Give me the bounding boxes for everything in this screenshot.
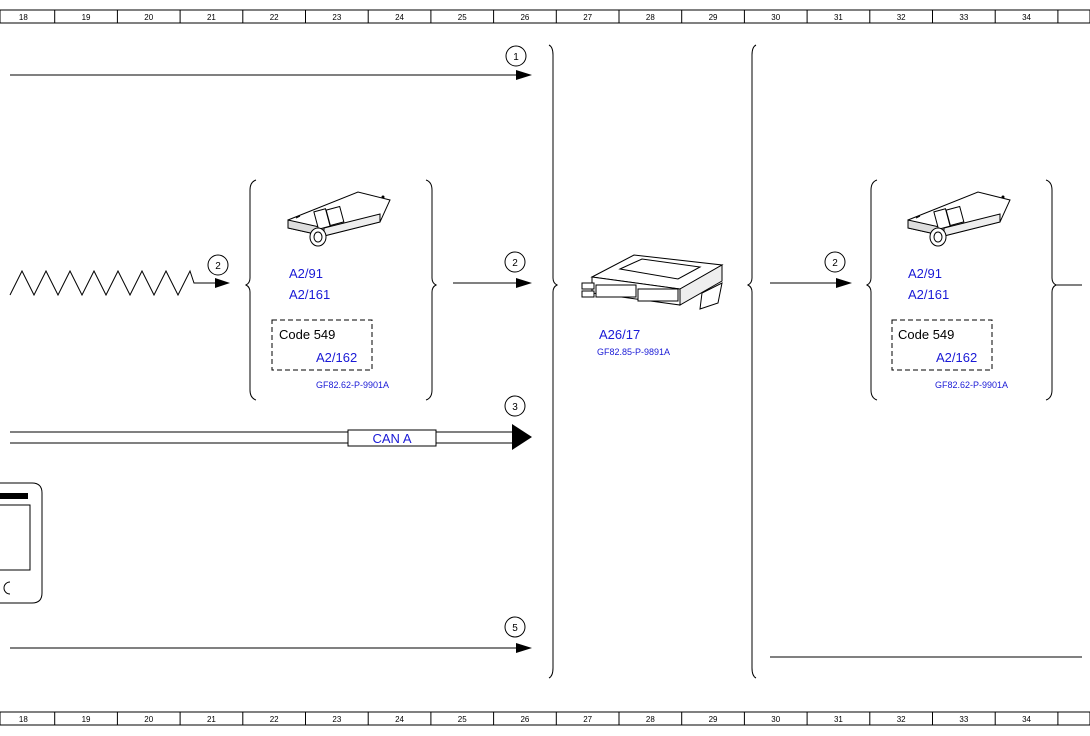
label-a2-91-left: A2/91 [289,266,323,281]
svg-text:5: 5 [512,623,518,634]
grid-column-label: 27 [583,715,592,724]
grid-column-label: 24 [395,13,404,22]
grid-column-label: 29 [709,13,718,22]
top-grid-ruler: 18 19 20 21 22 23 24 25 26 27 28 29 30 31 32 33 34 [0,9,1090,24]
grid-column-label: 23 [332,13,341,22]
grid-column-label: 26 [520,13,529,22]
grid-column-label: 32 [897,715,906,724]
grid-column-label: 28 [646,13,655,22]
grid-column-label: 25 [458,13,467,22]
grid-column-label: 19 [82,13,91,22]
wire-2-out-left [453,278,532,288]
grid-column-label: 18 [19,715,28,724]
grid-column-label: 23 [332,715,341,724]
antenna-module-icon-left [287,191,391,247]
grid-column-label: 28 [646,715,655,724]
grid-column-label: 24 [395,715,404,724]
grid-column-label: 30 [771,13,780,22]
bottom-grid-ruler: 18 19 20 21 22 23 24 25 26 27 28 29 30 31 32 33 34 [0,711,1090,726]
label-a26-17: A26/17 [599,327,640,342]
grid-column-label: 25 [458,715,467,724]
grid-column-label: 33 [959,13,968,22]
right-group-brackets [865,179,1082,401]
wire-5 [10,643,532,653]
grid-column-label: 29 [709,715,718,724]
grid-column-label: 21 [207,715,216,724]
can-bus-line [10,424,532,450]
svg-text:2: 2 [832,258,838,269]
doc-ref-center: GF82.85-P-9891A [597,347,670,357]
grid-column-label: 21 [207,13,216,22]
label-a2-161-right: A2/161 [908,287,949,302]
grid-column-label: 27 [583,13,592,22]
label-a2-161-left: A2/161 [289,287,330,302]
grid-column-label: 22 [270,715,279,724]
code-box-left [271,319,373,371]
grid-column-label: 30 [771,715,780,724]
grid-column-label: 31 [834,13,843,22]
marker-3: 3 [504,395,526,417]
grid-column-label: 20 [144,13,153,22]
svg-text:2: 2 [215,261,221,272]
can-a-label-box: CAN A [347,429,437,447]
marker-2-right-out: 2 [504,251,526,273]
svg-text:2: 2 [512,258,518,269]
svg-text:CAN A: CAN A [372,431,411,446]
grid-column-label: 18 [19,13,28,22]
left-group-brackets [244,179,438,401]
marker-5: 5 [504,616,526,638]
grid-column-label: 31 [834,715,843,724]
grid-column-label: 20 [144,715,153,724]
grid-column-label: 26 [520,715,529,724]
label-a2-91-right: A2/91 [908,266,942,281]
control-module-icon [581,254,724,310]
partial-display-device [0,482,43,604]
wire-1 [10,70,532,80]
svg-text:3: 3 [512,402,518,413]
code-box-right [891,319,993,371]
marker-2-far: 2 [824,251,846,273]
marker-1: 1 [505,45,527,67]
grid-column-label: 22 [270,13,279,22]
grid-column-label: 33 [959,715,968,724]
code-549-right: Code 549 [898,327,954,342]
antenna-module-icon-right [907,191,1011,247]
center-section-brackets [548,44,757,679]
grid-column-label: 32 [897,13,906,22]
code-549-left: Code 549 [279,327,335,342]
svg-text:1: 1 [513,52,519,63]
label-a2-162-right: A2/162 [936,350,977,365]
label-a2-162-left: A2/162 [316,350,357,365]
marker-2-left: 2 [207,254,229,276]
grid-column-label: 34 [1022,13,1031,22]
zigzag-antenna-wire [9,269,230,297]
doc-ref-right: GF82.62-P-9901A [935,380,1008,390]
wire-2-far [770,278,852,288]
grid-column-label: 34 [1022,715,1031,724]
doc-ref-left: GF82.62-P-9901A [316,380,389,390]
grid-column-label: 19 [82,715,91,724]
